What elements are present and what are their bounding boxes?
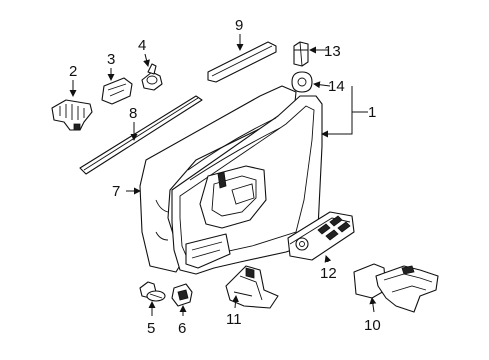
callout-7: 7 [112, 183, 120, 200]
callout-8: 8 [129, 105, 137, 122]
part-6-nut-clip [171, 283, 193, 307]
part-8-belt-weatherstrip [79, 95, 203, 175]
callout-1: 1 [368, 104, 376, 121]
part-14-grommet [291, 71, 313, 93]
callout-14: 14 [328, 78, 345, 95]
callout-3: 3 [107, 51, 115, 68]
part-12-window-switch [287, 211, 355, 261]
callout-10: 10 [364, 317, 381, 334]
part-11-bracket [225, 265, 279, 309]
callout-9: 9 [235, 17, 243, 34]
leader-lines [69, 34, 377, 316]
callout-5: 5 [147, 320, 155, 337]
part-7-panel-backing [139, 85, 297, 273]
part-5-screw [139, 281, 166, 302]
callout-12: 12 [320, 265, 337, 282]
part-1-door-trim-panel [171, 95, 323, 275]
callout-2: 2 [69, 63, 77, 80]
part-3-bracket [101, 77, 133, 105]
callout-11: 11 [226, 311, 242, 328]
callout-13: 13 [324, 43, 341, 60]
part-9-moulding-strip [207, 41, 277, 83]
part-10-switch-bezel [353, 263, 439, 313]
callout-6: 6 [178, 320, 186, 337]
part-13-clip [293, 41, 309, 67]
callout-4: 4 [138, 37, 146, 54]
part-4-push-clip [141, 63, 163, 91]
part-2-harness-clip [51, 99, 93, 131]
callout-labels: 2 3 4 8 9 13 14 1 7 5 6 11 12 10 [69, 17, 381, 337]
